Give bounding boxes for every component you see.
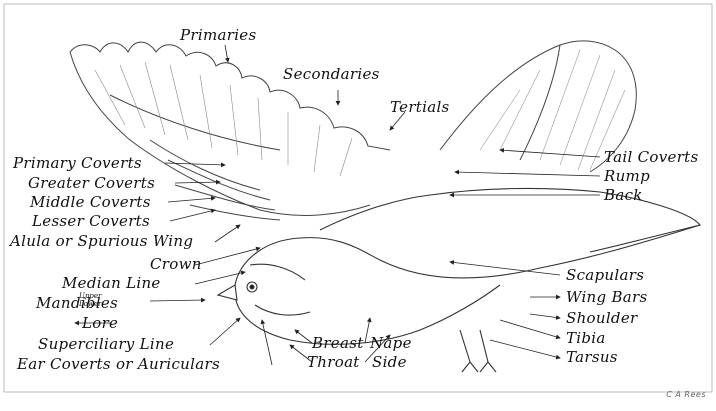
- label-throat: Throat: [307, 355, 360, 370]
- label-secondaries: Secondaries: [283, 67, 380, 82]
- label-scapulars: Scapulars: [566, 268, 644, 283]
- label-shoulder: Shoulder: [566, 311, 637, 326]
- label-mandibles-sub: Upper Lower: [79, 292, 101, 308]
- label-mandibles: Mandibles: [36, 296, 118, 311]
- label-tarsus: Tarsus: [566, 350, 618, 365]
- label-back: Back: [604, 188, 643, 203]
- label-mandibles-upper: Upper: [79, 292, 101, 300]
- label-superciliary: Superciliary Line: [38, 337, 174, 352]
- label-alula: Alula or Spurious Wing: [10, 234, 193, 249]
- label-ear-coverts: Ear Coverts or Auriculars: [17, 357, 220, 372]
- label-primaries: Primaries: [180, 28, 256, 43]
- label-primary-coverts: Primary Coverts: [13, 156, 142, 171]
- label-tertials: Tertials: [390, 100, 450, 115]
- label-lesser-coverts: Lesser Coverts: [32, 214, 150, 229]
- label-breast: Breast: [312, 336, 364, 351]
- label-lore: Lore: [82, 316, 118, 331]
- label-tail-coverts: Tail Coverts: [604, 150, 699, 165]
- label-crown: Crown: [150, 257, 202, 272]
- artist-signature: C A Rees: [666, 390, 706, 399]
- label-rump: Rump: [604, 169, 650, 184]
- label-middle-coverts: Middle Coverts: [30, 195, 151, 210]
- label-greater-coverts: Greater Coverts: [28, 176, 155, 191]
- label-nape: Nape: [370, 336, 412, 351]
- label-side: Side: [372, 355, 407, 370]
- label-median-line: Median Line: [62, 276, 161, 291]
- label-wing-bars: Wing Bars: [566, 290, 648, 305]
- label-mandibles-lower: Lower: [79, 300, 101, 308]
- label-tibia: Tibia: [566, 331, 606, 346]
